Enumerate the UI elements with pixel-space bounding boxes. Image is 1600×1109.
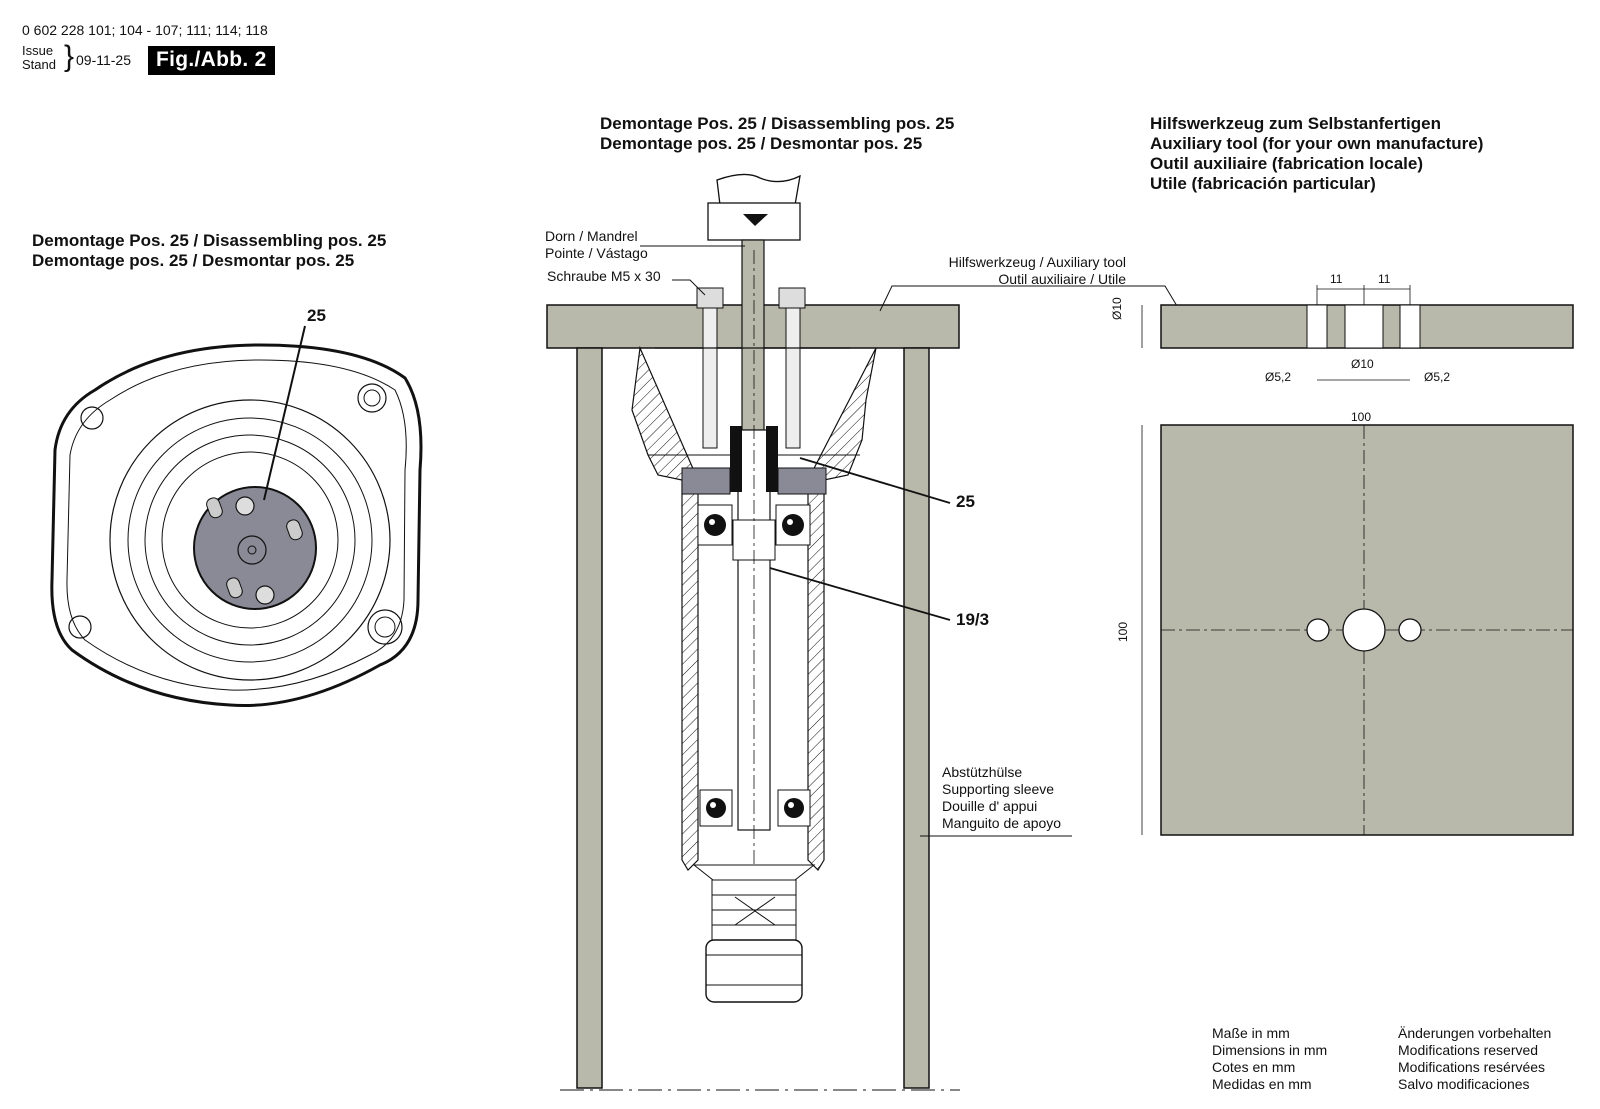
sleeve-line3: Douille d' appui <box>942 798 1038 814</box>
units-line3: Cotes en mm <box>1212 1059 1296 1075</box>
dim-hole-center: Ø10 <box>1351 357 1374 371</box>
issue-label: Issue <box>22 43 54 58</box>
mods-line1: Änderungen vorbehalten <box>1398 1025 1552 1041</box>
sleeve-line4: Manguito de apoyo <box>942 815 1062 831</box>
left-title-line2: Demontage pos. 25 / Desmontar pos. 25 <box>32 251 355 270</box>
left-title-line1: Demontage Pos. 25 / Disassembling pos. 2… <box>32 231 387 250</box>
part-25-disc <box>193 486 317 610</box>
mandrel-line1: Dorn / Mandrel <box>545 228 638 244</box>
part-numbers: 0 602 228 101; 104 - 107; 111; 114; 118 <box>22 22 268 38</box>
units-line2: Dimensions in mm <box>1212 1042 1328 1058</box>
mods-line3: Modifications resérvées <box>1398 1059 1546 1075</box>
press-assembly-view <box>546 173 1178 1091</box>
aux-tool-label: Hilfswerkzeug / Auxiliary tool Outil aux… <box>930 254 1126 288</box>
units-note: Maße in mm Dimensions in mm Cotes en mm … <box>1212 1025 1327 1093</box>
right-title-line2: Auxiliary tool (for your own manufacture… <box>1150 134 1484 153</box>
housing-flange-view <box>50 325 423 707</box>
bearing-upper <box>697 504 811 546</box>
figure-label: Fig./Abb. 2 <box>148 46 275 75</box>
bearing-lower <box>699 789 811 827</box>
dim-11-right: 11 <box>1378 272 1391 286</box>
dim-thickness: Ø10 <box>1110 297 1124 320</box>
aux-tool-line1: Hilfswerkzeug / Auxiliary tool <box>948 254 1126 270</box>
modifications-note: Änderungen vorbehalten Modifications res… <box>1398 1025 1551 1093</box>
left-view-title: Demontage Pos. 25 / Disassembling pos. 2… <box>32 231 386 271</box>
left-callout-25: 25 <box>307 306 326 325</box>
right-title-line3: Outil auxiliaire (fabrication locale) <box>1150 154 1424 173</box>
units-line4: Medidas en mm <box>1212 1076 1312 1092</box>
dim-height: 100 <box>1116 621 1130 642</box>
right-view-title: Hilfswerkzeug zum Selbstanfertigen Auxil… <box>1150 114 1483 194</box>
issue-date: 09-11-25 <box>76 52 132 68</box>
center-callout-25: 25 <box>956 492 975 511</box>
dim-11-left: 11 <box>1330 272 1343 286</box>
dim-hole-left: Ø5,2 <box>1265 370 1292 384</box>
center-view-title: Demontage Pos. 25 / Disassembling pos. 2… <box>600 114 954 154</box>
right-title-line4: Utile (fabricación particular) <box>1150 174 1376 193</box>
center-title-line2: Demontage pos. 25 / Desmontar pos. 25 <box>600 134 923 153</box>
dim-width: 100 <box>1351 410 1372 424</box>
aux-tool-drawing <box>1141 285 1574 836</box>
aux-tool-line2: Outil auxiliaire / Utile <box>998 271 1126 287</box>
mandrel-label: Dorn / Mandrel Pointe / Vástago <box>545 228 648 262</box>
dim-hole-right: Ø5,2 <box>1424 370 1451 384</box>
center-callout-19-3: 19/3 <box>956 610 990 629</box>
mods-line4: Salvo modificaciones <box>1398 1076 1530 1092</box>
mandrel-line2: Pointe / Vástago <box>545 245 648 261</box>
brace-glyph: } <box>64 40 75 73</box>
center-title-line1: Demontage Pos. 25 / Disassembling pos. 2… <box>600 114 955 133</box>
units-line1: Maße in mm <box>1212 1025 1290 1041</box>
issue-stand-labels: Issue Stand <box>22 44 56 72</box>
callout-leader-25-left <box>263 325 306 501</box>
support-sleeve-label: Abstützhülse Supporting sleeve Douille d… <box>942 764 1061 832</box>
right-title-line1: Hilfswerkzeug zum Selbstanfertigen <box>1150 114 1441 133</box>
screw-label: Schraube M5 x 30 <box>547 268 661 284</box>
stand-label: Stand <box>22 57 56 72</box>
sleeve-line2: Supporting sleeve <box>942 781 1055 797</box>
mods-line2: Modifications reserved <box>1398 1042 1539 1058</box>
sleeve-line1: Abstützhülse <box>942 764 1023 780</box>
